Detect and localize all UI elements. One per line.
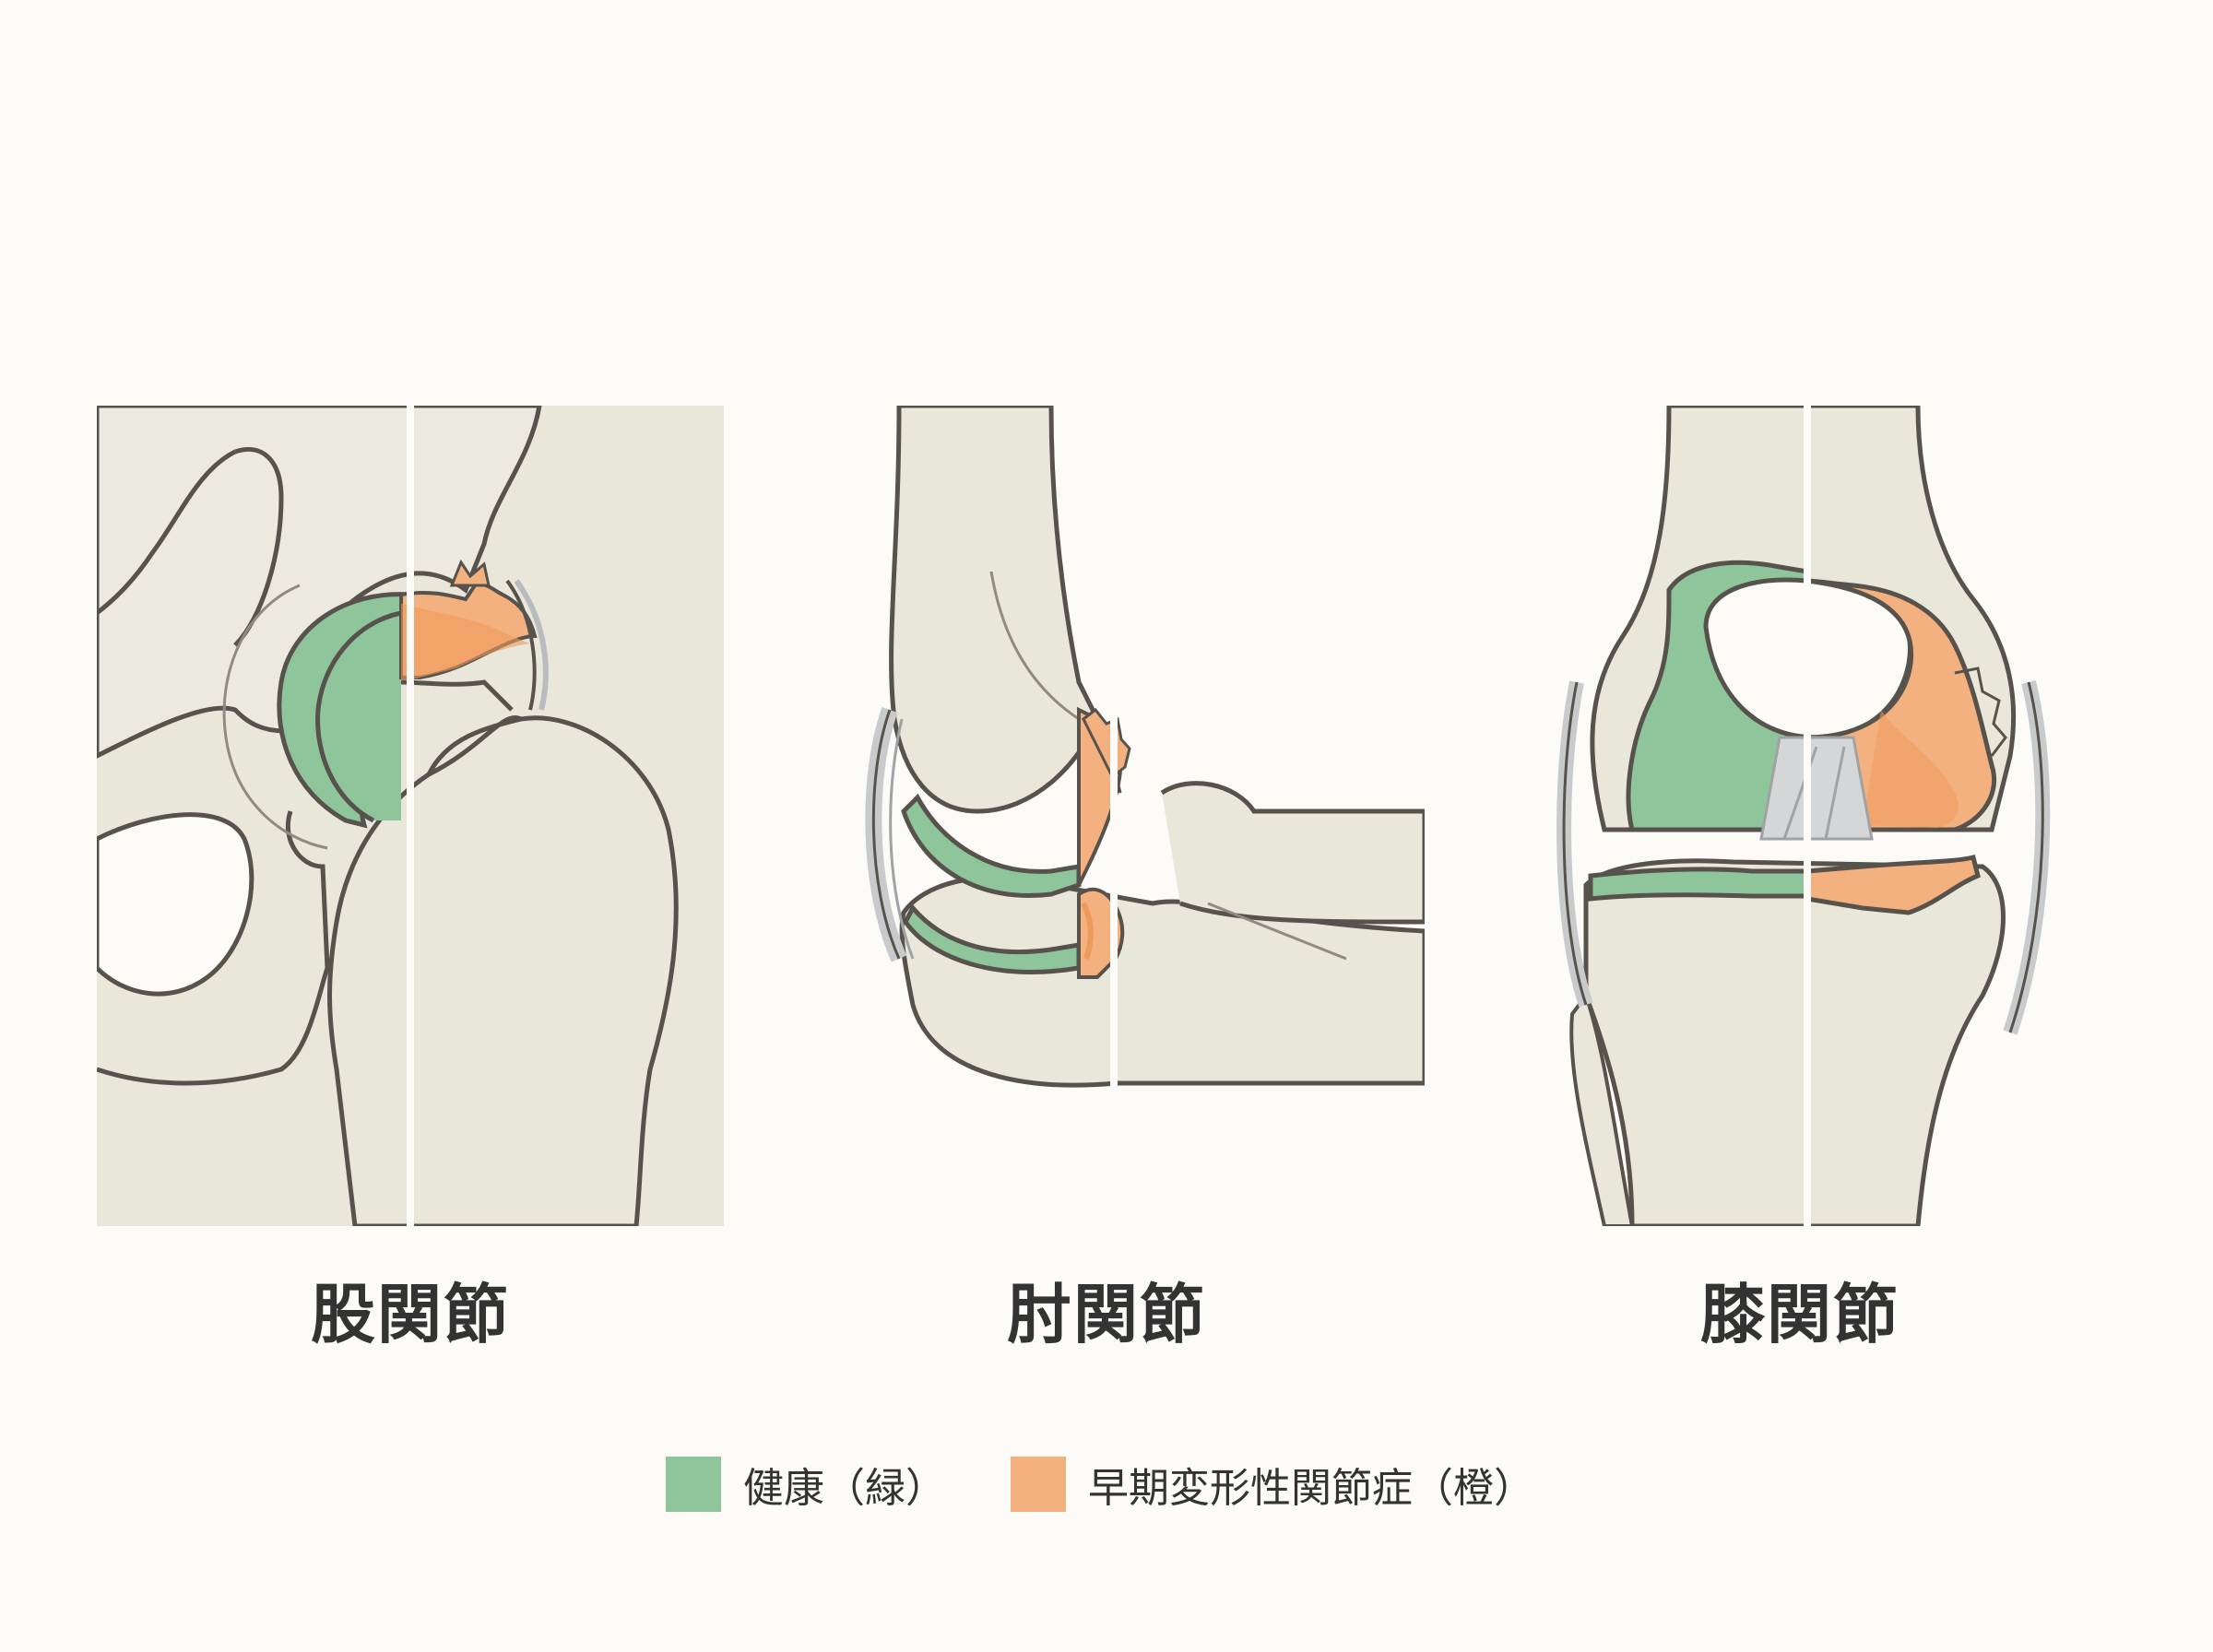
- legend: 健康（緑） 早期変形性関節症（橙）: [0, 1457, 2213, 1512]
- legend-swatch-healthy: [666, 1457, 721, 1512]
- elbow-joint-svg: [865, 406, 1425, 1097]
- elbow-joint-label: 肘関節: [1007, 1277, 1206, 1352]
- knee-joint-illustration: [1549, 406, 2065, 1226]
- legend-label-degenerative: 早期変形性関節症（橙）: [1088, 1465, 1534, 1512]
- knee-joint-svg: [1556, 406, 2051, 1226]
- hip-joint-label: 股関節: [311, 1277, 510, 1352]
- legend-swatch-degenerative: [1011, 1457, 1066, 1512]
- hip-joint-illustration: [97, 406, 724, 1226]
- knee-joint-label: 膝関節: [1700, 1277, 1899, 1352]
- hip-joint-svg: [97, 406, 724, 1226]
- legend-item-healthy: 健康（緑）: [666, 1457, 946, 1512]
- legend-label-healthy: 健康（緑）: [743, 1465, 946, 1512]
- elbow-joint-illustration: [848, 406, 1425, 1097]
- legend-item-degenerative: 早期変形性関節症（橙）: [1011, 1457, 1534, 1512]
